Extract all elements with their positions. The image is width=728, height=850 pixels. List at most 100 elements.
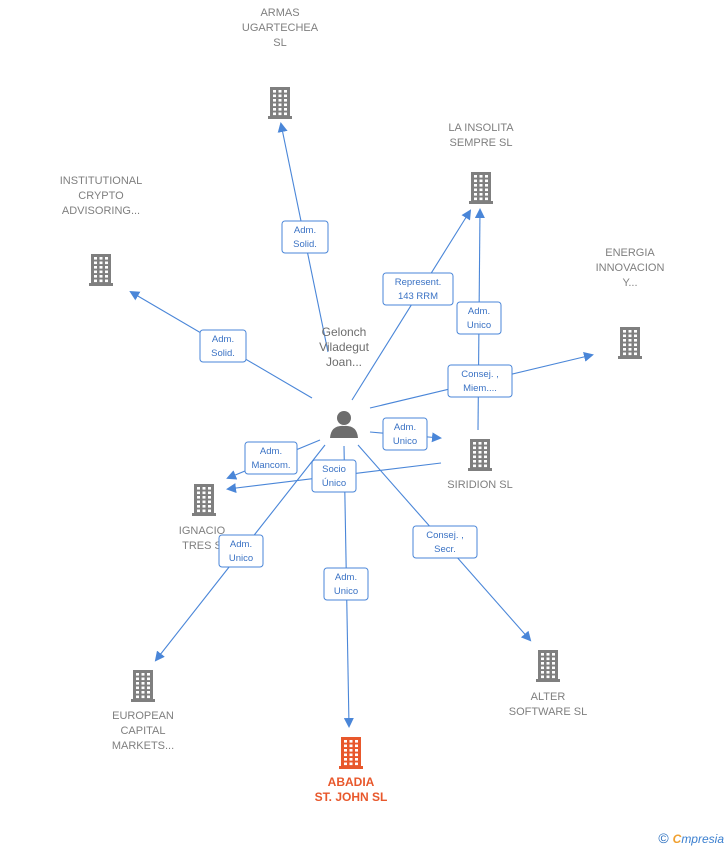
copyright-icon: ©: [658, 830, 669, 846]
node-label-line: Joan...: [326, 355, 362, 369]
company-node-armas[interactable]: ARMAS UGARTECHEA SL: [242, 7, 319, 119]
edge-label-text: Mancom.: [251, 460, 290, 471]
building-icon[interactable]: [536, 650, 560, 682]
company-node-energia[interactable]: ENERGIAINNOVACIONY...: [596, 247, 665, 359]
node-label-line: SOFTWARE SL: [509, 706, 587, 718]
node-label: EUROPEAN CAPITAL MARKETS...: [112, 710, 174, 752]
node-label-line: ADVISORING...: [62, 205, 140, 217]
building-icon[interactable]: [468, 439, 492, 471]
node-label-line: LA INSOLITA: [448, 122, 514, 134]
edge-label-box: [199, 329, 247, 363]
edge-label-text: Solid.: [293, 239, 317, 250]
edge-label-box: [323, 567, 369, 601]
node-label-line: TRES S: [182, 540, 222, 552]
edge-label-box: [382, 417, 428, 451]
person-icon[interactable]: [330, 411, 358, 438]
company-node-insolita[interactable]: LA INSOLITA SEMPRE SL: [448, 122, 514, 204]
edge-label[interactable]: Consej. , Secr.: [412, 525, 478, 559]
node-label-line: SEMPRE SL: [450, 137, 513, 149]
edge-label-text: Solid.: [211, 348, 235, 359]
edge-label-text: Represent.: [395, 277, 441, 288]
edge-label-text: Adm.: [468, 306, 490, 317]
edge-label-box: [218, 534, 264, 568]
edge-label[interactable]: Represent. 143 RRM: [382, 272, 454, 306]
edge-label[interactable]: Adm. Unico: [382, 417, 428, 451]
node-label-line: ENERGIA: [605, 247, 655, 259]
node-label-line: CAPITAL: [120, 725, 165, 737]
edge-label-box: [311, 459, 357, 493]
person-node[interactable]: GelonchViladegutJoan...: [319, 325, 370, 438]
company-node-siridion[interactable]: SIRIDION SL: [447, 439, 513, 491]
edge-label[interactable]: Adm. Unico: [456, 301, 502, 335]
edge-label-text: Unico: [467, 320, 491, 331]
building-icon[interactable]: [192, 484, 216, 516]
edge-label[interactable]: Adm. Mancom.: [244, 441, 298, 475]
node-label-line: Y...: [622, 277, 637, 289]
edge-label-text: Adm.: [212, 334, 234, 345]
edge-label-text: Unico: [393, 436, 417, 447]
brand-logo[interactable]: Cmpresia: [672, 832, 724, 846]
node-label-line: ST. JOHN SL: [315, 790, 388, 804]
node-label-line: ALTER: [531, 691, 566, 703]
edge-label[interactable]: Adm. Unico: [323, 567, 369, 601]
company-node-alter[interactable]: ALTER SOFTWARE SL: [509, 650, 587, 718]
edge-label-text: Miem....: [463, 383, 497, 394]
node-label: ENERGIAINNOVACIONY...: [596, 247, 665, 289]
edge-label-text: Adm.: [294, 225, 316, 236]
edge-label-box: [447, 364, 513, 398]
node-label: GelonchViladegutJoan...: [319, 325, 369, 369]
node-label-line: INSTITUTIONAL: [60, 175, 143, 187]
company-node-ignacio[interactable]: IGNACIO TRES S: [179, 484, 226, 552]
edge-label-text: Adm.: [335, 572, 357, 583]
node-label-line: ABADIA: [328, 775, 375, 789]
building-icon[interactable]: [89, 254, 113, 286]
edge-label-box: [281, 220, 329, 254]
node-label: SIRIDION SL: [447, 479, 512, 491]
footer-brand: ©Cmpresia: [658, 830, 724, 846]
edge-label-text: Adm.: [230, 539, 252, 550]
node-label: ALTER SOFTWARE SL: [509, 691, 587, 718]
edge-label[interactable]: Adm. Solid.: [281, 220, 329, 254]
building-icon[interactable]: [268, 87, 292, 119]
edge-label-text: Consej. ,: [461, 369, 499, 380]
edge-label[interactable]: Adm. Solid.: [199, 329, 247, 363]
building-icon[interactable]: [618, 327, 642, 359]
company-node-institutional[interactable]: INSTITUTIONAL CRYPTO ADVISORING...: [60, 175, 143, 286]
edge-label-text: Unico: [334, 586, 358, 597]
node-label: IGNACIO TRES S: [179, 525, 226, 552]
edge-label-text: Unico: [229, 553, 253, 564]
edge-label-text: Adm.: [260, 446, 282, 457]
node-label-line: Viladegut: [319, 340, 369, 354]
node-label-line: SL: [273, 37, 286, 49]
node-label-line: EUROPEAN: [112, 710, 174, 722]
node-label-line: Gelonch: [322, 325, 367, 339]
edge-label-text: Consej. ,: [426, 530, 464, 541]
node-label-line: ARMAS: [260, 7, 299, 19]
edge-label-box: [382, 272, 454, 306]
node-label-line: SIRIDION SL: [447, 479, 512, 491]
edge-label-text: 143 RRM: [398, 291, 438, 302]
node-label: ARMAS UGARTECHEA SL: [242, 7, 319, 49]
node-label-line: IGNACIO: [179, 525, 226, 537]
building-icon[interactable]: [469, 172, 493, 204]
company-node-european[interactable]: EUROPEAN CAPITAL MARKETS...: [112, 670, 174, 752]
edge-label-text: Adm.: [394, 422, 416, 433]
edge-label[interactable]: Consej. , Miem....: [447, 364, 513, 398]
building-icon[interactable]: [339, 737, 363, 769]
edge-label-text: Único: [322, 478, 346, 489]
edges-layer: [129, 122, 594, 728]
edge-label-box: [412, 525, 478, 559]
edge-labels-layer: Adm.Solid.Represent.143 RRMAdm.UnicoAdm.…: [199, 220, 513, 601]
node-label-line: CRYPTO: [78, 190, 124, 202]
building-icon[interactable]: [131, 670, 155, 702]
node-label-line: UGARTECHEA: [242, 22, 319, 34]
edge-label-text: Socio: [322, 464, 346, 475]
edge-label-text: Secr.: [434, 544, 456, 555]
edge-label[interactable]: Adm. Unico: [218, 534, 264, 568]
node-label-line: MARKETS...: [112, 740, 174, 752]
